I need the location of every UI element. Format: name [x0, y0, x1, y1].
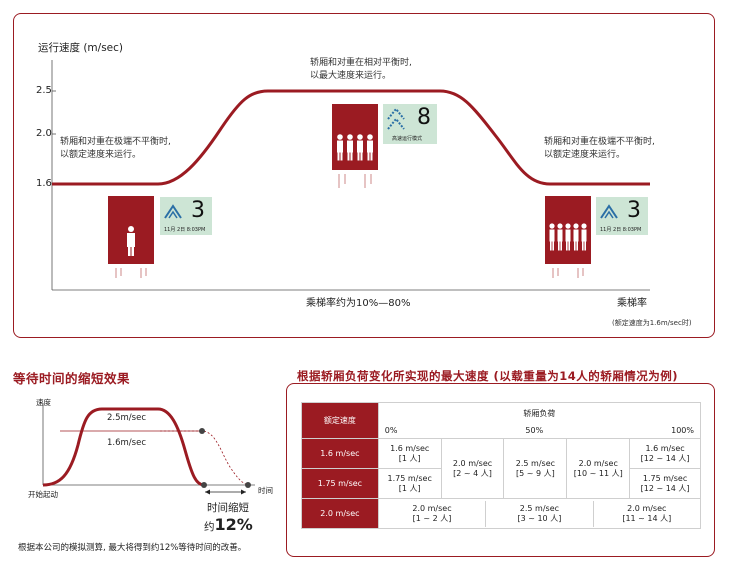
- start-label: 开始起动: [28, 490, 58, 499]
- reduction-label: 时间缩短: [207, 502, 249, 514]
- double-up-arrow-icon: [387, 107, 405, 130]
- cell-mid-2: 2.0 m/sec[2 ~ 4 人]: [440, 438, 505, 499]
- display-info: 11月 2日 8:03PM: [600, 227, 642, 233]
- speed-curve-chart: [51, 60, 650, 291]
- load-0: 0%: [384, 426, 398, 436]
- cell-20-mid: 2.5 m/sec[3 ~ 10 人]: [486, 500, 594, 527]
- row-label-175: 1.75 m/sec: [301, 468, 379, 499]
- y-tick-16: 1.6: [36, 178, 52, 189]
- up-arrow-icon: [600, 204, 618, 219]
- crowd-icon: [549, 223, 587, 251]
- row-20-cells: 2.0 m/sec[1 ~ 2 人] 2.5 m/sec[3 ~ 10 人] 2…: [377, 498, 702, 529]
- floor-display-center: 8 高速运行模式: [383, 104, 437, 144]
- wait-y-label: 速度: [36, 398, 51, 407]
- annotation-center-line1: 轿厢和对重在相对平衡时,: [310, 58, 412, 68]
- y-axis-title: 运行速度 (m/sec): [38, 42, 123, 54]
- load-100: 100%: [671, 426, 694, 436]
- time-label: 时间: [258, 486, 273, 495]
- cell-16-light: 1.6 m/sec[1 人]: [377, 438, 442, 469]
- speed-high-label: 2.5m/sec: [107, 413, 146, 423]
- reduction-value: 12%: [214, 515, 253, 534]
- elevator-car-light-load: [108, 196, 154, 264]
- floor-number: 3: [191, 198, 205, 223]
- reduction-value-block: 约12%: [204, 515, 253, 534]
- motion-lines-right: [552, 268, 584, 278]
- wait-time-chart: [42, 403, 255, 495]
- cell-20-light: 2.0 m/sec[1 ~ 2 人]: [379, 500, 487, 527]
- passenger-icon: [127, 226, 135, 256]
- floor-display-left: 3 11月 2日 8:03PM: [160, 197, 212, 235]
- y-tick-25: 2.5: [36, 85, 52, 96]
- rated-speed-header: 额定速度: [301, 402, 379, 439]
- annotation-right-line2: 以额定速度来运行。: [544, 150, 626, 160]
- annotation-left-line1: 轿厢和对重在极端不平衡时,: [60, 137, 171, 147]
- load-50: 50%: [525, 426, 544, 436]
- reduction-prefix: 约: [204, 521, 215, 533]
- speed-curve: [52, 89, 650, 186]
- cell-20-heavy: 2.0 m/sec[11 ~ 14 人]: [622, 503, 672, 523]
- speed-table: 额定速度 轿厢负荷 0% 50% 100% 1.6 m/sec 1.6 m/se…: [301, 402, 702, 529]
- annotation-right-line1: 轿厢和对重在极端不平衡时,: [544, 137, 655, 147]
- cell-175-light: 1.75 m/sec[1 人]: [377, 468, 442, 499]
- annotation-left-line2: 以额定速度来运行。: [60, 150, 142, 160]
- row-label-20: 2.0 m/sec: [301, 498, 379, 529]
- motion-lines-center: [338, 174, 372, 188]
- floor-number: 8: [417, 105, 431, 130]
- load-scale: 0% 50% 100%: [377, 424, 702, 439]
- floor-number: 3: [627, 198, 641, 223]
- cell-mid-3: 2.5 m/sec[5 ~ 9 人]: [503, 438, 568, 499]
- speed-table-title: 根据轿厢负荷变化所实现的最大速度 (以载重量为14人的轿厢情况为例): [297, 369, 679, 383]
- cell-175-heavy: 1.75 m/sec[12 ~ 14 人]: [629, 468, 701, 499]
- load-header: 轿厢负荷: [377, 402, 702, 425]
- wait-time-title: 等待时间的缩短效果: [13, 371, 131, 386]
- cell-mid-4: 2.0 m/sec[10 ~ 11 人]: [566, 438, 631, 499]
- display-info: 11月 2日 8:03PM: [164, 227, 206, 233]
- speed-profile-panel: [13, 13, 715, 338]
- floor-display-right: 3 11月 2日 8:03PM: [596, 197, 648, 235]
- up-arrow-icon: [164, 204, 182, 219]
- simulation-note: 根据本公司的模拟测算, 最大将得到约12%等待时间的改善。: [18, 543, 247, 553]
- motion-lines-left: [115, 268, 147, 278]
- display-info: 高速运行模式: [392, 136, 423, 142]
- elevator-car-heavy-load: [545, 196, 591, 264]
- annotation-center-line2: 以最大速度来运行。: [310, 71, 392, 81]
- y-tick-20: 2.0: [36, 128, 52, 139]
- elevator-car-balanced-load: [332, 104, 378, 170]
- x-axis-right-label: 乘梯率: [617, 298, 647, 309]
- x-axis-center-label: 乘梯率约为10%—80%: [306, 298, 411, 309]
- speed-low-label: 1.6m/sec: [107, 438, 146, 448]
- cell-16-heavy: 1.6 m/sec[12 ~ 14 人]: [629, 438, 701, 469]
- footnote: (额定速度为1.6m/sec时): [612, 319, 692, 327]
- row-label-16: 1.6 m/sec: [301, 438, 379, 469]
- passengers-icon: [337, 134, 373, 161]
